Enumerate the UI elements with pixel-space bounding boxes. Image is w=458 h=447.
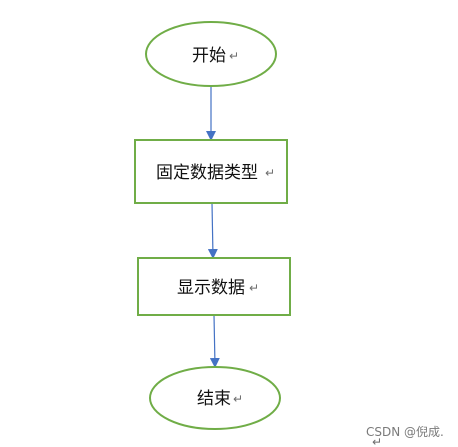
watermark-text: CSDN @倪成. bbox=[366, 425, 444, 439]
node-start-return-icon: ↵ bbox=[229, 49, 239, 63]
node-fix-type: 固定数据类型 ↵ bbox=[134, 139, 288, 204]
node-end: 结束 ↵ bbox=[149, 366, 281, 430]
edge-show-data-to-end bbox=[209, 314, 220, 368]
node-fix-type-label: 固定数据类型 bbox=[156, 163, 258, 183]
node-end-label: 结束 bbox=[197, 389, 231, 409]
node-show-data-return-icon: ↵ bbox=[249, 281, 259, 295]
node-fix-type-return-icon: ↵ bbox=[265, 166, 275, 180]
node-show-data: 显示数据 ↵ bbox=[137, 257, 291, 316]
node-start-label: 开始 bbox=[192, 46, 226, 66]
node-end-return-icon: ↵ bbox=[233, 392, 243, 406]
watermark-return-icon: ↵ bbox=[372, 435, 382, 447]
node-show-data-label: 显示数据 bbox=[177, 278, 245, 298]
edge-fix-type-to-show-data bbox=[207, 202, 218, 259]
node-start: 开始 ↵ bbox=[145, 21, 277, 87]
